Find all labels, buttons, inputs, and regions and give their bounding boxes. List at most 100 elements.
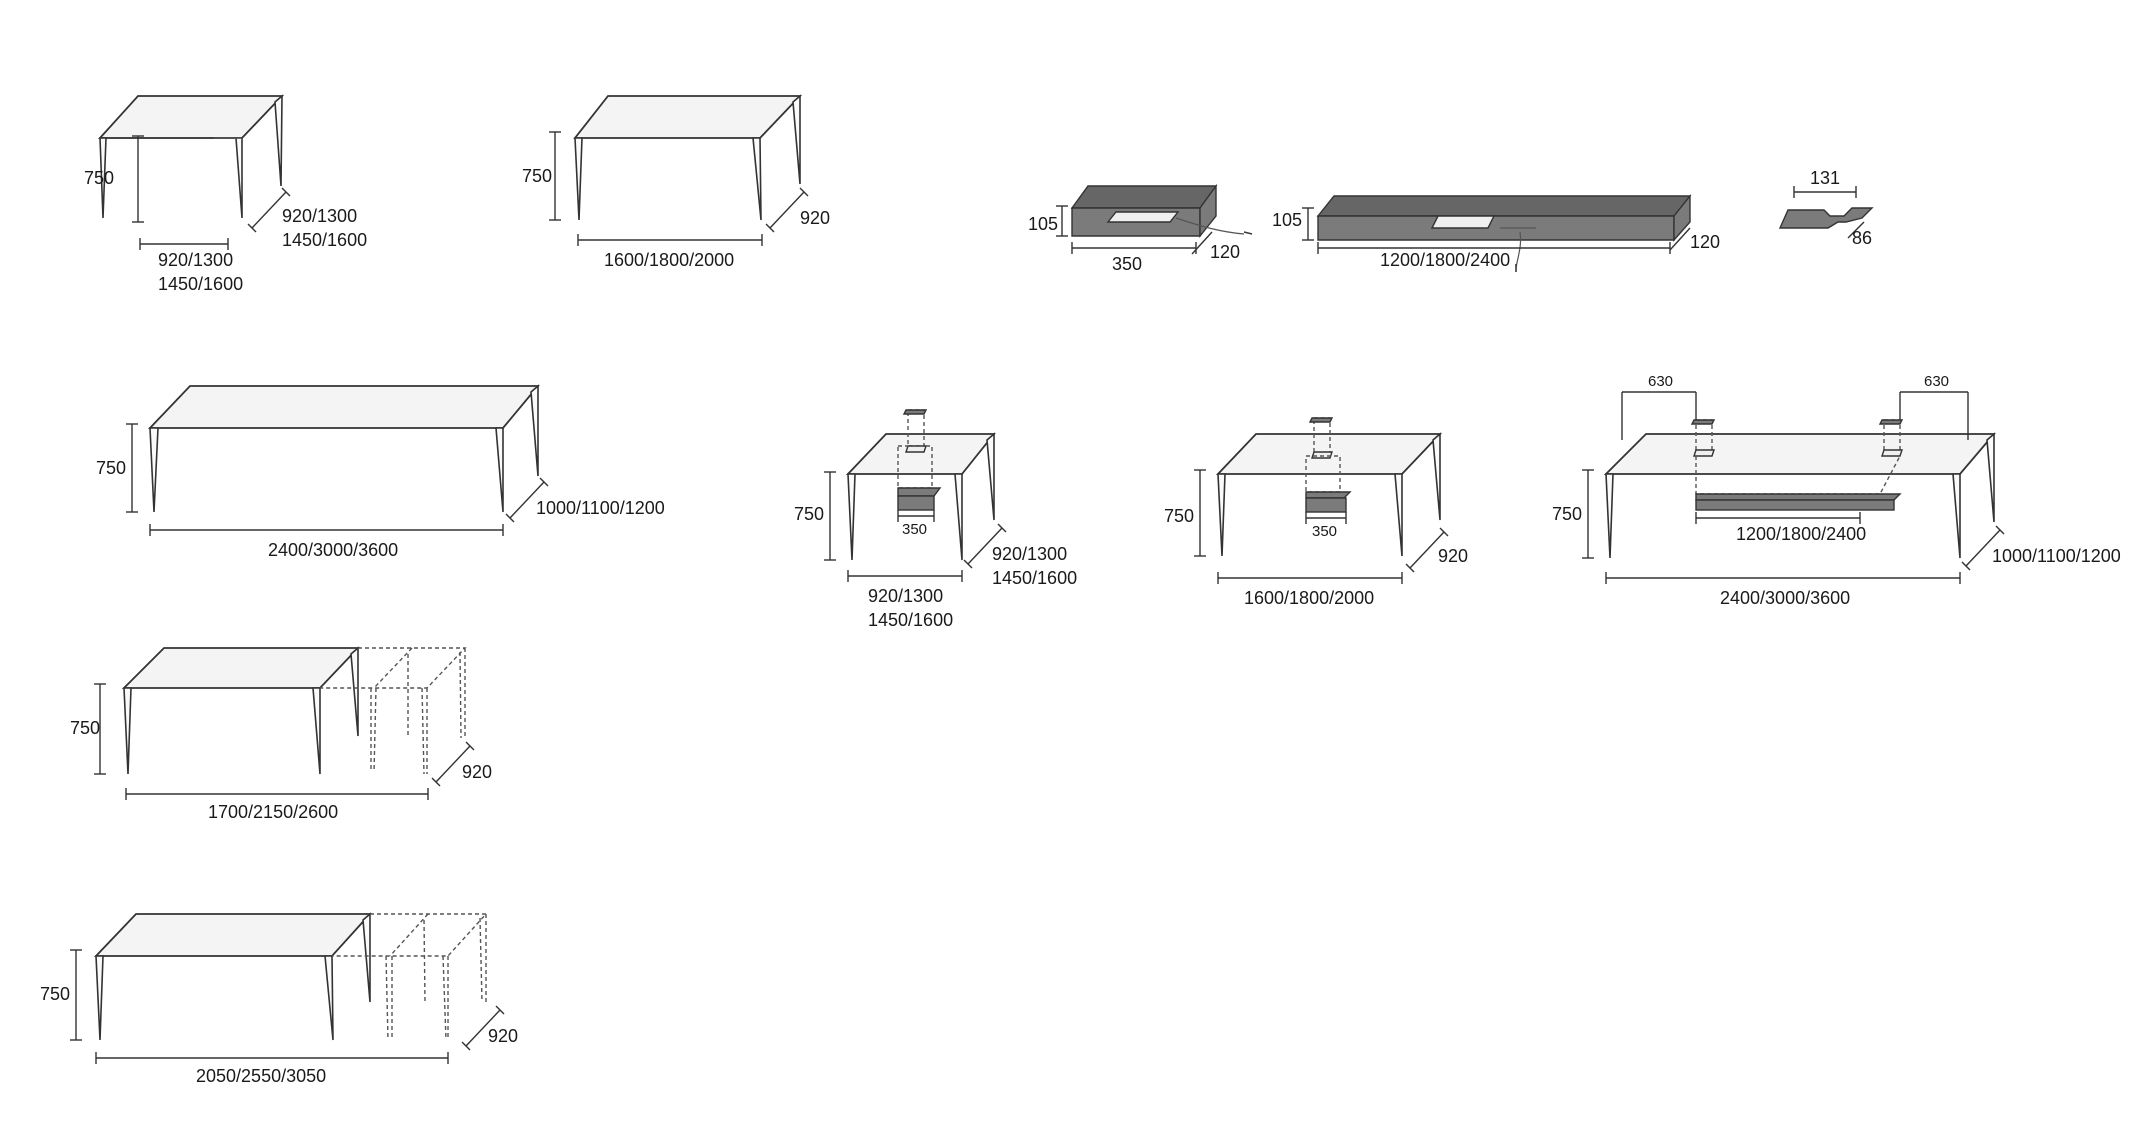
table-2-depth-label: 920 <box>800 208 830 228</box>
accessory-2-depth-label: 120 <box>1690 232 1720 252</box>
table-7-box-label: 350 <box>1312 523 1337 540</box>
table-5-width-label: 2050/2550/3050 <box>196 1066 326 1086</box>
accessory-1-depth-dim <box>1191 231 1213 255</box>
table-1-width-label: 1450/1600 <box>158 274 243 294</box>
table-6-cable-box <box>897 487 942 497</box>
table-4-leg <box>123 687 132 775</box>
table-6-height-label: 750 <box>794 504 824 524</box>
table-4-top <box>121 647 361 689</box>
table-7-cable-box <box>1305 491 1352 499</box>
table-7-leg <box>1217 473 1226 557</box>
table-8-leg <box>1952 473 1961 559</box>
table-7-depth-dim <box>1409 531 1445 569</box>
table-2-leg <box>752 137 762 221</box>
table-6-cable-column <box>897 409 942 511</box>
table-5-extension <box>332 913 488 1041</box>
table-3-top <box>147 385 540 429</box>
accessory-1-tray: 105 350 120 <box>1028 183 1253 274</box>
table-2-leg <box>574 137 583 221</box>
table-8-depth-dim <box>1965 529 2001 567</box>
table-8-height-label: 750 <box>1552 504 1582 524</box>
table-8-width-label: 2400/3000/3600 <box>1720 588 1850 608</box>
table-8-right-offset-label: 630 <box>1924 373 1949 390</box>
accessory-3-width-label: 131 <box>1810 168 1840 188</box>
table-7-depth-label: 920 <box>1438 546 1468 566</box>
table-8-tray <box>1695 493 1902 501</box>
table-6-box-label: 350 <box>902 521 927 538</box>
table-3-depth-dim <box>509 481 545 519</box>
table-6-top <box>845 433 996 475</box>
table-5-depth-dim <box>465 1009 501 1047</box>
accessory-2-back-panel <box>1316 195 1692 217</box>
accessory-2-depth-dim <box>1669 227 1691 251</box>
accessory-3-cable-plate: 131 86 <box>1778 168 1874 248</box>
table-6-width-label: 1450/1600 <box>868 610 953 630</box>
table-3-depth-label: 1000/1100/1200 <box>536 498 665 518</box>
table-5-leg <box>362 912 371 1003</box>
accessory-1-back-panel <box>1070 185 1218 209</box>
table-7-height-label: 750 <box>1164 506 1194 526</box>
table-2-depth-dim <box>769 191 805 229</box>
table-8-tray-label: 1200/1800/2400 <box>1736 524 1866 544</box>
table-6-depth-label: 1450/1600 <box>992 568 1077 588</box>
accessory-1-width-label: 350 <box>1112 254 1142 274</box>
accessory-2-height-label: 105 <box>1272 210 1302 230</box>
table-4-depth-label: 920 <box>462 762 492 782</box>
table-3-leg <box>495 427 504 513</box>
table-2: 750 1600/1800/2000 920 <box>522 94 830 270</box>
accessory-1-depth-label: 120 <box>1210 242 1240 262</box>
table-5-depth-label: 920 <box>488 1026 518 1046</box>
table-2-height-label: 750 <box>522 166 552 186</box>
table-1-leg <box>99 137 107 219</box>
table-3-width-label: 2400/3000/3600 <box>268 540 398 560</box>
table-1-width-label: 920/1300 <box>158 250 233 270</box>
accessory-2-tray: 105 1200/1800/2400 120 <box>1272 194 1720 272</box>
table-7-leg <box>1394 473 1403 557</box>
table-7-leg <box>1432 432 1441 521</box>
table-6-width-label: 920/1300 <box>868 586 943 606</box>
accessory-3-plate <box>1778 207 1874 229</box>
table-4-leg <box>350 646 359 737</box>
table-1-depth-label: 1450/1600 <box>282 230 367 250</box>
table-6-depth-dim <box>967 527 1003 565</box>
table-6: 350 750 920/1300 1450/1600 920/1300 1450… <box>794 409 1077 630</box>
table-5-leg <box>95 955 104 1041</box>
accessory-3-depth-label: 86 <box>1852 228 1872 248</box>
table-5: 750 2050/2550/3050 920 <box>40 912 518 1086</box>
table-2-leg <box>792 94 801 185</box>
table-3-leg <box>149 427 159 513</box>
table-1-top <box>97 95 285 139</box>
table-2-top <box>573 95 803 139</box>
table-8-left-offset-label: 630 <box>1648 373 1673 390</box>
table-5-top <box>93 913 373 957</box>
table-3: 750 2400/3000/3600 1000/1100/1200 <box>96 384 665 560</box>
table-2-width-label: 1600/1800/2000 <box>604 250 734 270</box>
table-8-cable-columns <box>1690 419 1904 511</box>
table-4-depth-dim <box>435 745 471 783</box>
table-6-leg <box>954 473 963 561</box>
accessory-3-depth-dim <box>1847 221 1865 239</box>
table-6-depth-label: 920/1300 <box>992 544 1067 564</box>
table-7-cable-column <box>1305 417 1352 513</box>
table-4-height-label: 750 <box>70 718 100 738</box>
table-8-top <box>1603 433 1996 475</box>
table-8-leg <box>1986 432 1995 523</box>
table-5-leg <box>324 955 334 1041</box>
table-8: 630 630 1200/1800/2400 750 2400/3000/360… <box>1552 373 2121 608</box>
table-3-height-label: 750 <box>96 458 126 478</box>
accessory-2-width-label: 1200/1800/2400 <box>1380 250 1510 270</box>
table-1-depth-dim <box>251 191 287 229</box>
table-4-extension <box>320 647 467 775</box>
accessory-2-power-socket <box>1430 215 1496 229</box>
table-1-leg <box>235 137 243 219</box>
table-1-depth-label: 920/1300 <box>282 206 357 226</box>
table-8-depth-label: 1000/1100/1200 <box>1992 546 2121 566</box>
accessory-1-height-label: 105 <box>1028 214 1058 234</box>
table-1: 750 920/1300 1450/1600 920/1300 1450/160… <box>84 94 367 294</box>
table-7-width-label: 1600/1800/2000 <box>1244 588 1374 608</box>
table-5-height-label: 750 <box>40 984 70 1004</box>
table-4-width-label: 1700/2150/2600 <box>208 802 338 822</box>
table-4: 750 1700/2150/2600 920 <box>70 646 492 822</box>
table-1-height-label: 750 <box>84 168 114 188</box>
